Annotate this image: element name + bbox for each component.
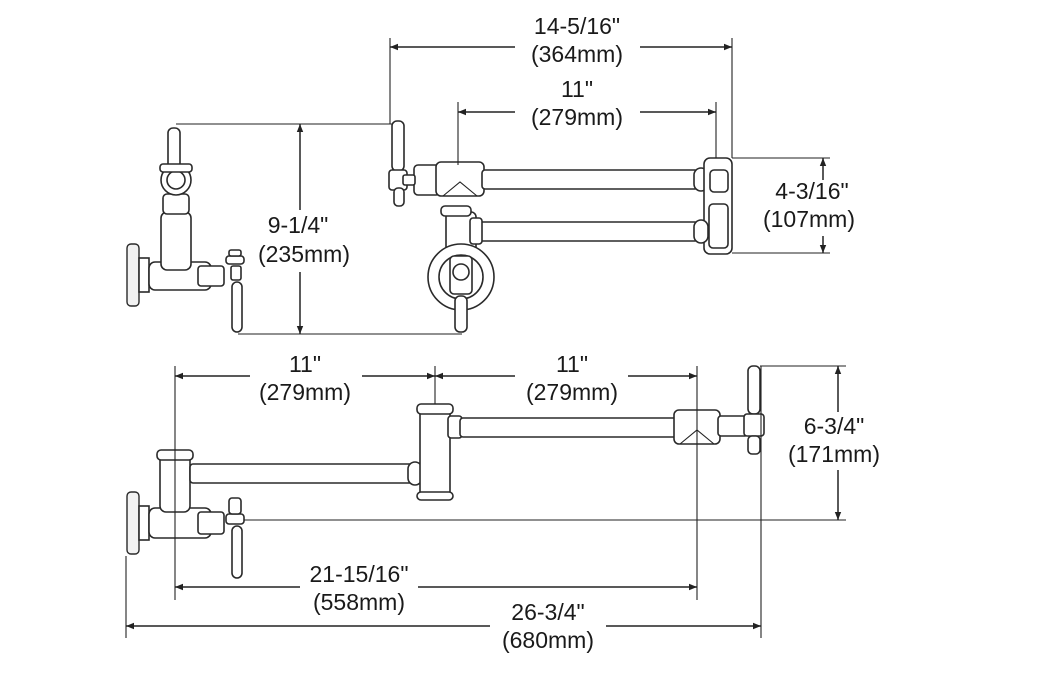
bottom-dimension-lines — [125, 365, 846, 638]
extended-plan-view — [126, 365, 765, 579]
top-overall-mm-label: (364mm) — [531, 41, 623, 67]
top-side-inch-label: 4-3/16" — [775, 178, 848, 204]
bottom-height-inch-label: 6-3/4" — [804, 413, 865, 439]
dimension-labels: 14-5/16" (364mm) 11" (279mm) 9-1/4" (235… — [258, 13, 880, 653]
bottom-height-mm-label: (171mm) — [788, 441, 880, 467]
top-height-inch-label: 9-1/4" — [268, 212, 329, 238]
side-elevation-view — [126, 127, 245, 333]
bottom-reach-mm-label: (558mm) — [313, 589, 405, 615]
bottom-reach-inch-label: 21-15/16" — [310, 561, 409, 587]
bottom-arm-left-mm-label: (279mm) — [259, 379, 351, 405]
bottom-overall-inch-label: 26-3/4" — [511, 599, 584, 625]
top-arm-mm-label: (279mm) — [531, 104, 623, 130]
bottom-arm-right-inch-label: 11" — [556, 351, 588, 377]
bottom-overall-mm-label: (680mm) — [502, 627, 594, 653]
top-arm-inch-label: 11" — [561, 76, 593, 102]
top-side-mm-label: (107mm) — [763, 206, 855, 232]
top-dimension-lines — [176, 38, 830, 335]
bottom-arm-left-inch-label: 11" — [289, 351, 321, 377]
front-elevation-view — [388, 120, 733, 333]
top-overall-inch-label: 14-5/16" — [534, 13, 620, 39]
bottom-arm-right-mm-label: (279mm) — [526, 379, 618, 405]
top-height-mm-label: (235mm) — [258, 241, 350, 267]
